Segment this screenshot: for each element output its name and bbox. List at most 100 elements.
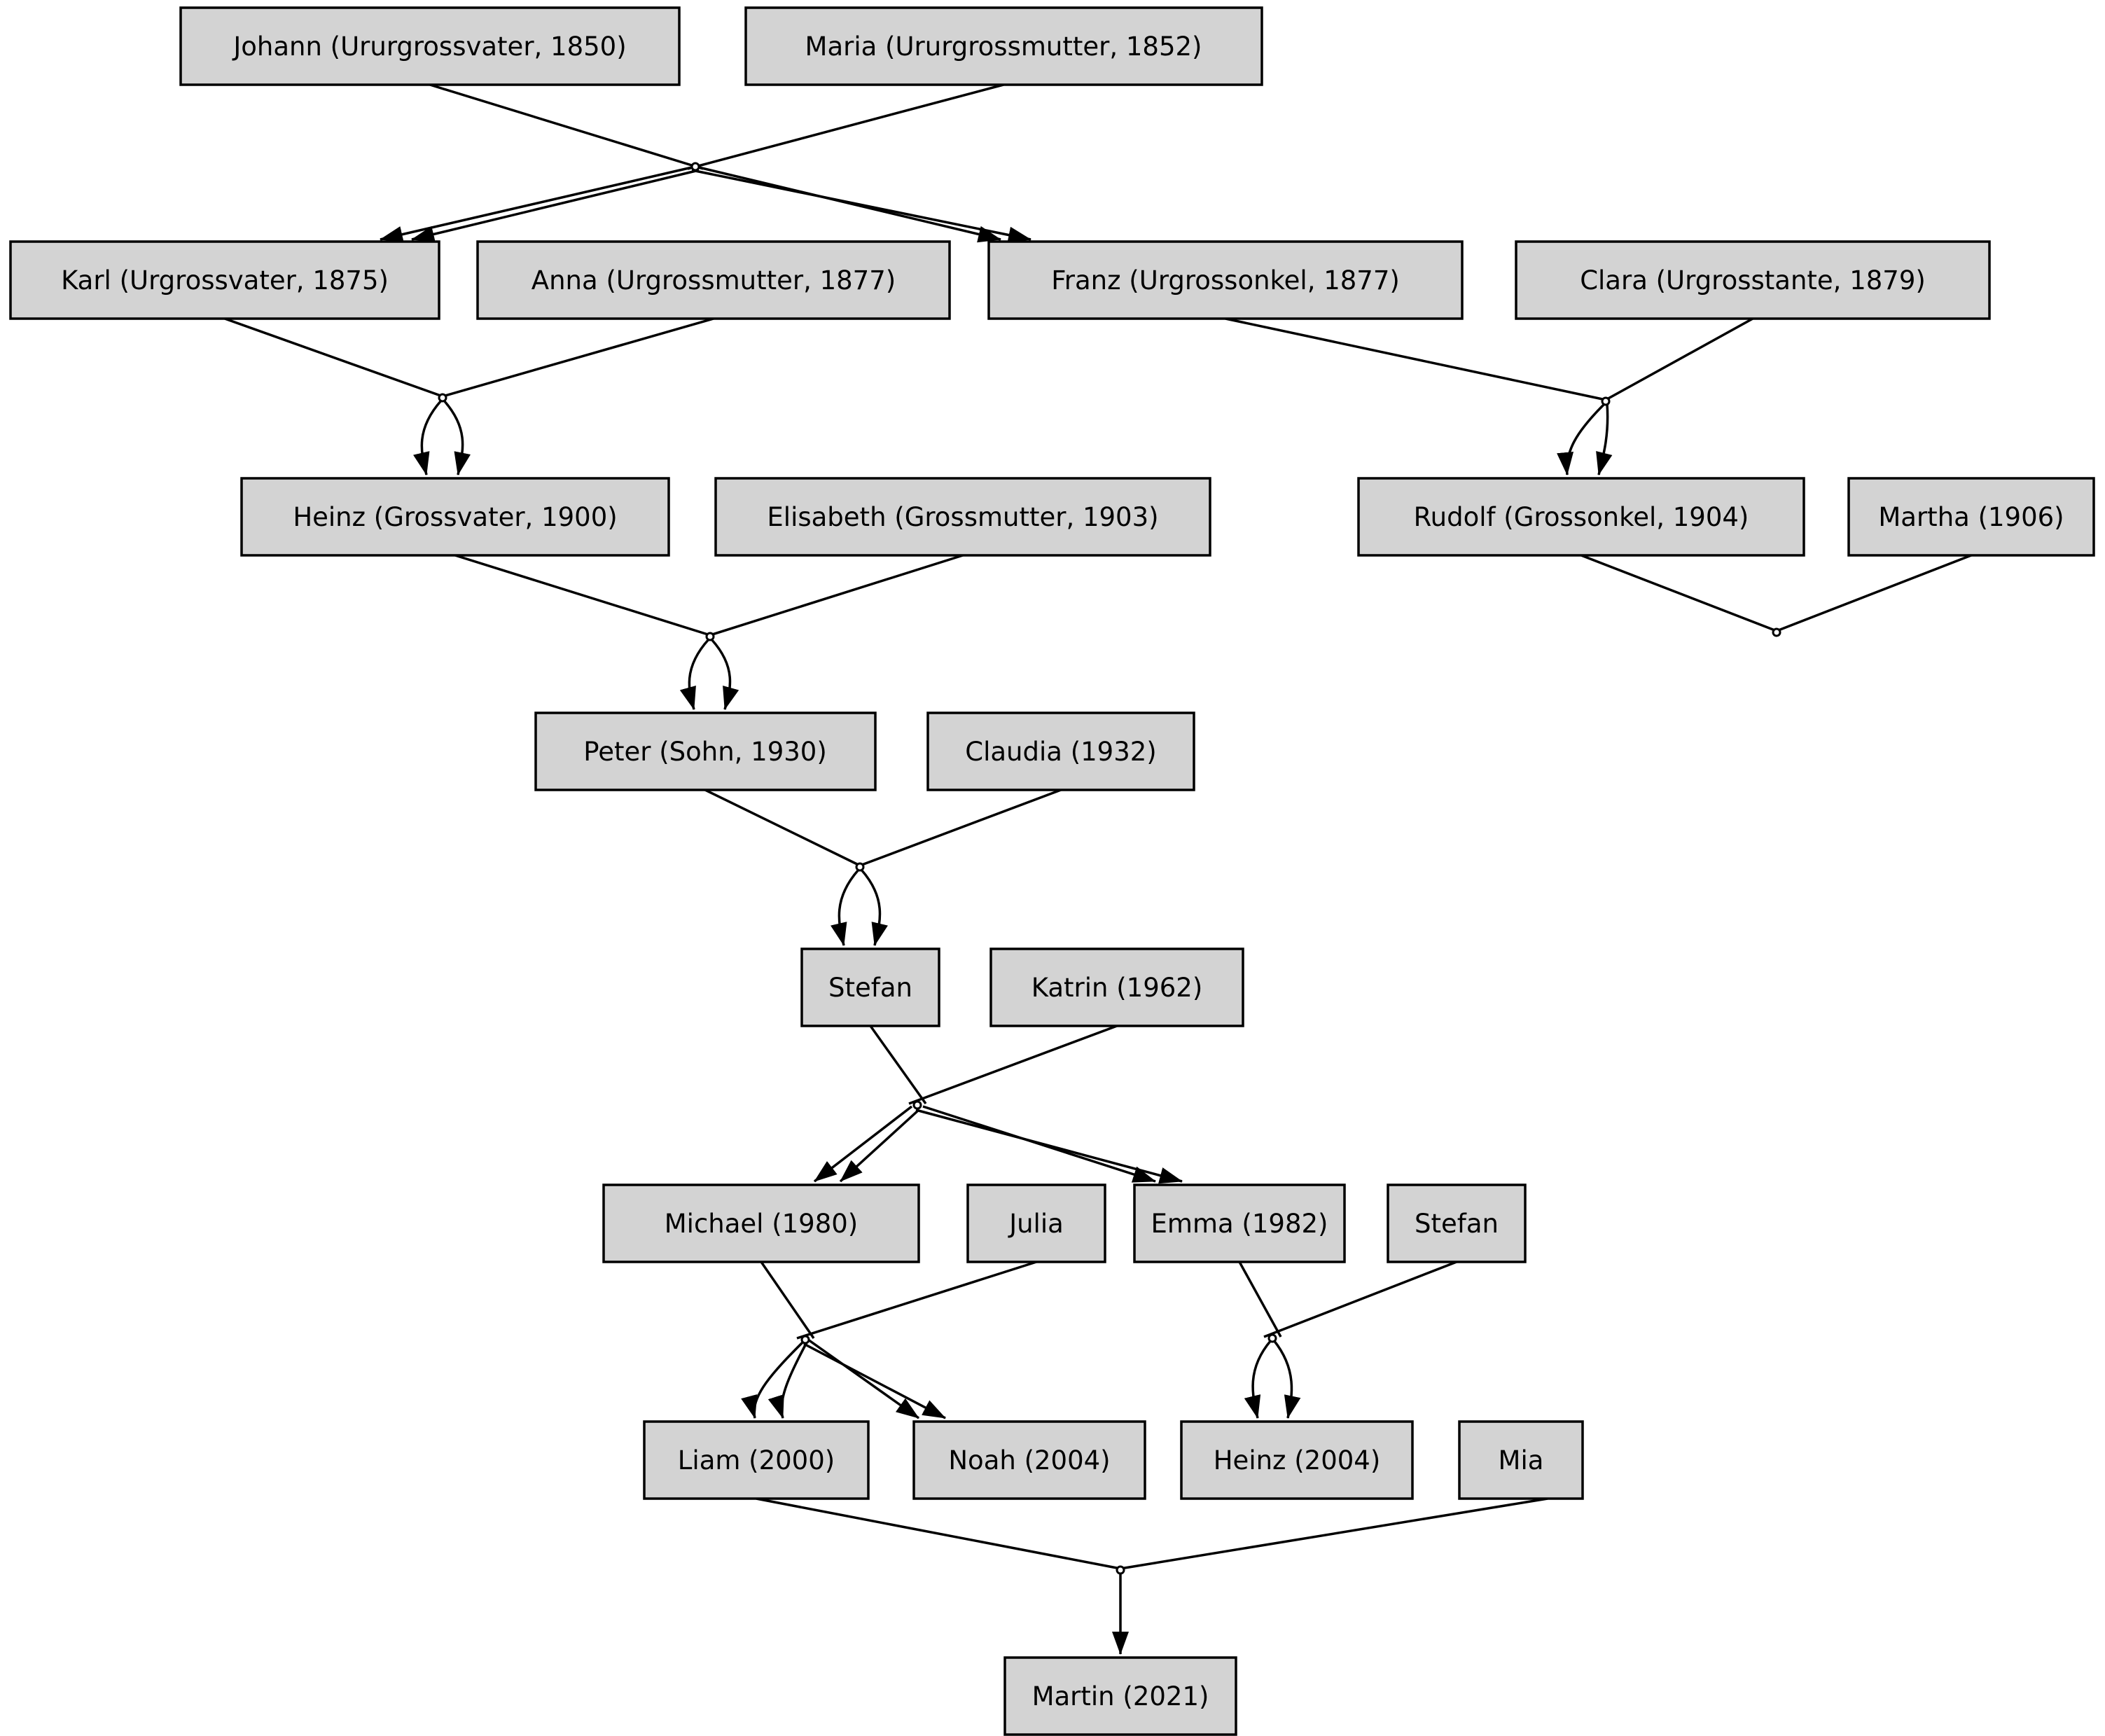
node-peter[interactable]: Peter (Sohn, 1930) [534,711,877,791]
edge-union-rudolf-1 [1557,403,1606,475]
node-johann[interactable]: Johann (Ururgrossvater, 1850) [179,6,681,86]
edge-union-stefan1-2 [860,868,888,946]
node-label: Johann (Ururgrossvater, 1850) [232,32,626,62]
union-point-franz-clara [1601,396,1611,406]
node-label: Stefan [828,973,912,1003]
node-box [1357,477,1805,557]
node-box [714,477,1211,557]
edge-union-heinz04-1 [1244,1339,1272,1419]
union-point-liam-mia [1116,1565,1125,1575]
node-julia[interactable]: Julia [966,1183,1106,1263]
edge-union-michael-1 [813,1105,913,1183]
node-box [534,711,877,791]
edge-franz-union [1225,317,1606,401]
node-label: Anna (Urgrossmutter, 1877) [532,265,896,296]
union-point-emma-stefan2 [1267,1333,1277,1343]
edge-heinz-union [454,554,711,637]
node-noah[interactable]: Noah (2004) [912,1420,1146,1500]
node-box [179,6,681,86]
node-michael[interactable]: Michael (1980) [602,1183,920,1263]
child-edges [380,166,1613,1655]
node-liam[interactable]: Liam (2000) [643,1420,870,1500]
node-box [9,240,440,320]
node-heinz-2004[interactable]: Heinz (2004) [1180,1420,1414,1500]
edge-union-karl-1 [380,166,693,243]
edge-union-michael-2 [839,1109,920,1183]
node-label: Emma (1982) [1151,1209,1328,1239]
edge-peter-union [704,789,861,867]
edge-union-peter-1 [679,638,710,710]
node-box [926,711,1195,791]
node-label: Clara (Urgrosstante, 1879) [1580,265,1926,296]
node-heinz[interactable]: Heinz (Grossvater, 1900) [240,477,670,557]
node-box [1387,1183,1527,1263]
node-box [1180,1420,1414,1500]
node-box [1133,1183,1346,1263]
node-label: Franz (Urgrossonkel, 1877) [1051,265,1400,296]
node-label: Peter (Sohn, 1930) [583,737,827,767]
node-claudia[interactable]: Claudia (1932) [926,711,1195,791]
edge-union-liam-2 [767,1342,808,1419]
parent-edges [224,83,1972,1570]
node-label: Karl (Urgrossvater, 1875) [61,265,389,296]
node-elisabeth[interactable]: Elisabeth (Grossmutter, 1903) [714,477,1211,557]
node-label: Mia [1499,1445,1544,1475]
union-point-stefan1-katrin [912,1100,922,1110]
node-label: Noah (2004) [948,1445,1110,1475]
edge-union-heinz-1 [413,399,443,475]
node-box [987,240,1464,320]
edge-maria-union [687,83,1004,170]
node-maria[interactable]: Maria (Ururgrossmutter, 1852) [744,6,1263,86]
union-point-rudolf-martha [1772,627,1781,637]
node-label: Elisabeth (Grossmutter, 1903) [767,502,1158,532]
edge-union-emma-2 [915,1109,1183,1184]
node-box [1515,240,1991,320]
edge-union-heinz-2 [443,399,471,475]
node-label: Julia [1008,1209,1064,1239]
edge-emma-union [1238,1261,1282,1338]
edge-karl-union [224,317,443,398]
node-stefan-1[interactable]: Stefan [800,947,940,1027]
node-karl[interactable]: Karl (Urgrossvater, 1875) [9,240,440,320]
edge-union-noah-2 [803,1342,946,1419]
union-point-michael-julia [800,1335,810,1345]
node-label: Heinz (2004) [1214,1445,1381,1475]
edge-stefan1-union [869,1025,927,1105]
node-label: Stefan [1415,1209,1499,1239]
union-point-heinz-elisabeth [705,632,715,641]
node-clara[interactable]: Clara (Urgrosstante, 1879) [1515,240,1991,320]
node-box [240,477,670,557]
node-box [602,1183,920,1263]
node-emma[interactable]: Emma (1982) [1133,1183,1346,1263]
node-box [643,1420,870,1500]
node-box [989,947,1244,1027]
node-box [1003,1656,1237,1736]
edge-liam-union [756,1497,1121,1570]
edge-union-heinz04-2 [1272,1339,1301,1419]
person-nodes: Johann (Ururgrossvater, 1850) Maria (Uru… [9,6,2095,1736]
node-box [912,1420,1146,1500]
node-rudolf[interactable]: Rudolf (Grossonkel, 1904) [1357,477,1805,557]
node-katrin[interactable]: Katrin (1962) [989,947,1244,1027]
node-label: Martha (1906) [1878,502,2064,532]
node-franz[interactable]: Franz (Urgrossonkel, 1877) [987,240,1464,320]
edge-union-rudolf-2 [1596,403,1613,475]
node-mia[interactable]: Mia [1458,1420,1584,1500]
edge-martha-union [1776,554,1972,632]
union-point-johann-maria [690,162,700,172]
edge-union-franz-2 [691,169,1031,244]
edge-union-noah-1 [807,1338,920,1419]
node-martin[interactable]: Martin (2021) [1003,1656,1237,1736]
edge-union-liam-1 [741,1340,805,1419]
edge-clara-union [1605,317,1753,401]
node-label: Michael (1980) [665,1209,859,1239]
node-martha[interactable]: Martha (1906) [1847,477,2095,557]
node-stefan-2[interactable]: Stefan [1387,1183,1527,1263]
node-label: Katrin (1962) [1031,973,1203,1003]
node-anna[interactable]: Anna (Urgrossmutter, 1877) [476,240,951,320]
union-point-karl-anna [438,393,447,403]
edge-union-stefan1-1 [831,868,860,946]
edge-claudia-union [859,789,1062,867]
edge-julia-union [796,1261,1037,1340]
